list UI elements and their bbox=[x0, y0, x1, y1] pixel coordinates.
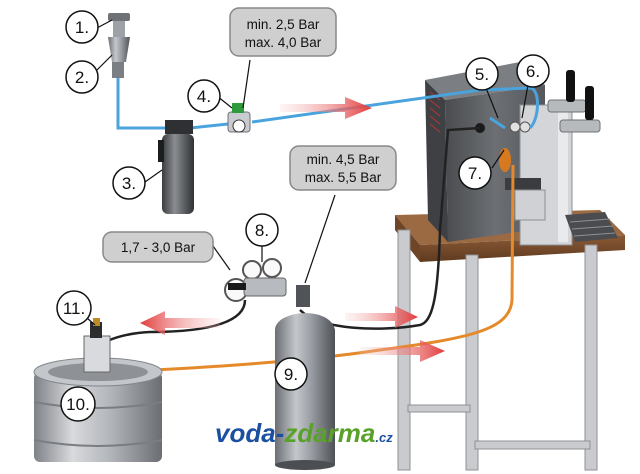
logo-part-zdarma: zdarma bbox=[283, 418, 375, 448]
callout-3: 3. bbox=[112, 166, 146, 200]
spec-box-reducer: min. 2,5 Bar max. 4,0 Bar bbox=[229, 7, 337, 57]
callout-5-label: 5. bbox=[475, 65, 489, 84]
callout-10: 10. bbox=[60, 386, 96, 422]
callout-9: 9. bbox=[274, 357, 308, 391]
table bbox=[395, 210, 625, 471]
callout-7: 7. bbox=[458, 156, 492, 190]
reducer-min: min. 2,5 Bar bbox=[247, 17, 320, 32]
callout-4: 4. bbox=[187, 79, 221, 113]
callout-10-label: 10. bbox=[66, 395, 90, 414]
co2-max: max. 5,5 Bar bbox=[305, 170, 382, 185]
co2-min: min. 4,5 Bar bbox=[307, 152, 380, 167]
co2-cylinder bbox=[275, 285, 335, 470]
callout-9-label: 9. bbox=[284, 365, 298, 384]
logo-part-cz: .cz bbox=[375, 430, 393, 445]
water-pressure-reducer bbox=[227, 103, 251, 133]
water-tap-valve bbox=[108, 13, 130, 78]
callout-1: 1. bbox=[65, 10, 99, 44]
water-filter bbox=[158, 120, 194, 214]
brand-logo: voda-zdarma.cz bbox=[215, 418, 393, 448]
reducer-max: max. 4,0 Bar bbox=[245, 35, 322, 50]
beer-cooler bbox=[425, 62, 618, 246]
keg-pressure: 1,7 - 3,0 Bar bbox=[121, 240, 196, 255]
callout-5: 5. bbox=[465, 57, 499, 91]
callout-2: 2. bbox=[65, 60, 99, 94]
callout-7-label: 7. bbox=[468, 164, 482, 183]
spec-box-co2: min. 4,5 Bar max. 5,5 Bar bbox=[289, 145, 397, 191]
logo-part-voda: voda- bbox=[215, 418, 284, 448]
beer-keg bbox=[33, 318, 163, 462]
co2-regulator bbox=[224, 258, 287, 302]
callout-11: 11. bbox=[56, 290, 92, 326]
svg-text:voda-zdarma.cz: voda-zdarma.cz bbox=[215, 418, 393, 448]
callout-4-label: 4. bbox=[197, 87, 211, 106]
callout-6-label: 6. bbox=[526, 62, 540, 81]
callout-3-label: 3. bbox=[122, 174, 136, 193]
spec-box-keg: 1,7 - 3,0 Bar bbox=[102, 231, 214, 263]
callout-2-label: 2. bbox=[75, 68, 89, 87]
callout-8-label: 8. bbox=[255, 221, 269, 240]
callout-8: 8. bbox=[245, 213, 279, 247]
callout-11-label: 11. bbox=[63, 299, 85, 318]
callout-6: 6. bbox=[516, 54, 550, 88]
callout-1-label: 1. bbox=[75, 18, 89, 37]
flow-arrows bbox=[140, 97, 445, 362]
leader-lines bbox=[86, 19, 529, 326]
